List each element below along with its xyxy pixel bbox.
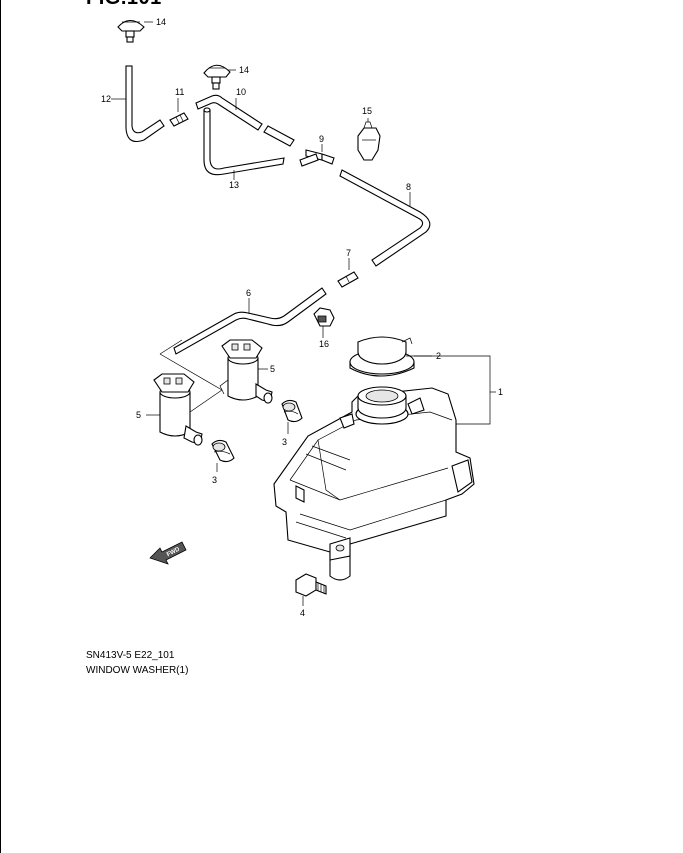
pump-assembly-dashed-lines (159, 339, 223, 413)
clip-16 (313, 307, 335, 327)
washer-nozzle-center (203, 64, 231, 90)
callout-9: 9 (319, 134, 324, 144)
callout-14a: 14 (156, 17, 166, 27)
callout-15: 15 (362, 106, 372, 116)
callout-10: 10 (236, 87, 246, 97)
callout-16: 16 (319, 339, 329, 349)
hose-13 (203, 107, 285, 176)
joint-7 (337, 271, 359, 288)
callout-8: 8 (406, 182, 411, 192)
callout-12: 12 (101, 94, 111, 104)
hose-12 (125, 65, 165, 143)
callout-3a: 3 (282, 437, 287, 447)
callout-4: 4 (300, 608, 305, 618)
callout-5b: 5 (136, 410, 141, 420)
washer-reservoir-1 (273, 386, 475, 581)
callout-5a: 5 (270, 364, 275, 374)
washer-nozzle-left (117, 19, 145, 43)
hose-6 (173, 287, 327, 355)
grommet-3-lower (211, 439, 235, 463)
callout-13: 13 (229, 180, 239, 190)
figure-code: SN413V-5 E22_101 (86, 650, 175, 661)
figure-name: WINDOW WASHER(1) (86, 665, 189, 676)
hose-8 (339, 169, 431, 267)
washer-pump-upper (219, 339, 273, 404)
joint-11 (169, 112, 189, 127)
figure-title: FIG.101 (86, 0, 162, 10)
t-joint-9 (299, 149, 335, 167)
page-border-left (0, 0, 1, 853)
reservoir-cap-2 (349, 336, 415, 377)
fwd-direction-arrow: FWD (149, 541, 187, 565)
callout-3b: 3 (212, 475, 217, 485)
callout-7: 7 (346, 248, 351, 258)
callout-1: 1 (498, 387, 503, 397)
hose-10 (195, 94, 295, 147)
washer-pump-lower (153, 373, 203, 446)
callout-11: 11 (175, 87, 184, 97)
grommet-3-upper (281, 399, 303, 423)
bolt-4 (295, 573, 327, 597)
callout-6: 6 (246, 288, 251, 298)
callout-14b: 14 (239, 65, 249, 75)
hose-clamp-15 (357, 118, 381, 161)
